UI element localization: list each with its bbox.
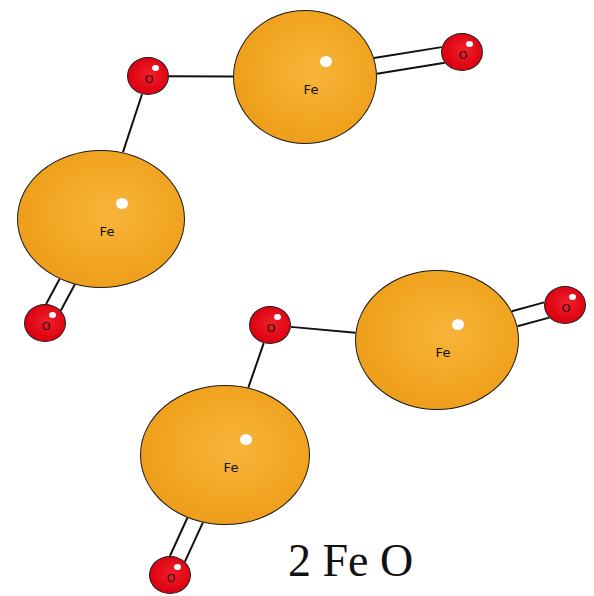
oxygen-atom: O xyxy=(544,286,586,324)
bond-line xyxy=(517,318,549,327)
highlight-dot xyxy=(569,294,576,300)
element-symbol: O xyxy=(267,323,276,334)
formula-caption: 2 Fe O xyxy=(288,536,413,587)
bond-line xyxy=(374,47,442,58)
highlight-dot xyxy=(49,312,56,318)
highlight-dot xyxy=(466,41,473,47)
highlight-dot xyxy=(274,314,281,320)
highlight-dot xyxy=(240,434,252,445)
bond-line xyxy=(291,327,356,333)
element-symbol: Fe xyxy=(224,461,239,474)
highlight-dot xyxy=(152,65,159,71)
bond-line xyxy=(123,94,142,152)
bond-line xyxy=(170,518,188,556)
oxygen-atom: O xyxy=(127,57,169,95)
bond-line xyxy=(185,523,203,562)
oxygen-atom: O xyxy=(149,556,191,594)
highlight-dot xyxy=(174,564,181,570)
oxygen-atom: O xyxy=(24,304,66,342)
bond-line xyxy=(377,63,445,74)
oxygen-atom: O xyxy=(249,306,291,344)
iron-atom: Fe xyxy=(233,10,377,144)
element-symbol: Fe xyxy=(304,83,319,96)
element-symbol: O xyxy=(562,303,571,314)
element-symbol: O xyxy=(42,321,51,332)
highlight-dot xyxy=(320,56,332,67)
bond-line xyxy=(248,343,263,388)
element-symbol: O xyxy=(459,50,468,61)
element-symbol: Fe xyxy=(100,225,115,238)
bond-line xyxy=(169,75,233,77)
iron-atom: Fe xyxy=(17,150,185,288)
iron-atom: Fe xyxy=(140,385,310,525)
element-symbol: O xyxy=(167,573,176,584)
iron-atom: Fe xyxy=(355,270,519,410)
bond-line xyxy=(61,285,75,311)
element-symbol: O xyxy=(145,74,154,85)
highlight-dot xyxy=(452,319,464,330)
oxygen-atom: O xyxy=(441,33,483,71)
bond-line xyxy=(512,302,544,311)
bond-line xyxy=(46,279,59,304)
highlight-dot xyxy=(116,198,128,209)
element-symbol: Fe xyxy=(436,346,451,359)
